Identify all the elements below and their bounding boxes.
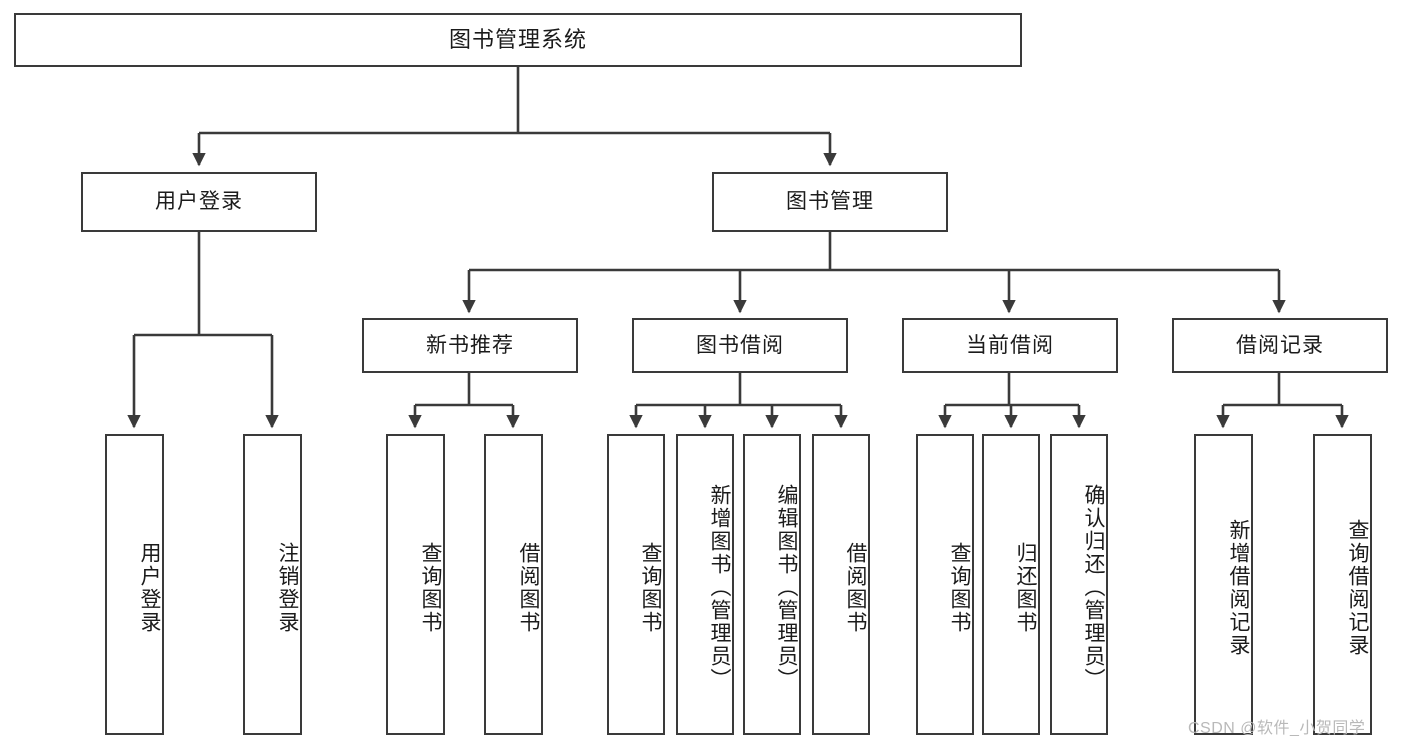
node-label: 查询图书	[419, 541, 442, 634]
csdn-watermark: CSDN @软件_小贺同学	[1188, 720, 1366, 737]
node-leaf-query-borrow-record[interactable]: 查询借阅记录	[1313, 434, 1372, 735]
node-user-login[interactable]: 用户登录	[81, 172, 317, 232]
node-label: 新增图书（管理员）	[708, 484, 731, 691]
node-leaf-add-book-admin[interactable]: 新增图书（管理员）	[676, 434, 734, 735]
node-label: 图书管理系统	[448, 26, 587, 52]
node-root-book-management-system[interactable]: 图书管理系统	[14, 13, 1022, 67]
node-label: 图书借阅	[696, 333, 784, 357]
node-borrow-record[interactable]: 借阅记录	[1172, 318, 1388, 373]
node-leaf-borrow-book[interactable]: 借阅图书	[812, 434, 870, 735]
node-book-management[interactable]: 图书管理	[712, 172, 948, 232]
node-leaf-borrow-book-recommend[interactable]: 借阅图书	[484, 434, 543, 735]
node-label: 注销登录	[276, 541, 299, 634]
node-label: 编辑图书（管理员）	[775, 484, 798, 691]
node-leaf-query-book-recommend[interactable]: 查询图书	[386, 434, 445, 735]
node-leaf-return-book[interactable]: 归还图书	[982, 434, 1040, 735]
node-label: 新书推荐	[426, 333, 514, 357]
node-label: 新增借阅记录	[1227, 518, 1250, 657]
node-label: 借阅图书	[844, 541, 867, 634]
node-current-borrow[interactable]: 当前借阅	[902, 318, 1118, 373]
node-label: 借阅记录	[1236, 333, 1324, 357]
node-label: 用户登录	[138, 541, 161, 634]
node-label: 当前借阅	[966, 333, 1054, 357]
node-leaf-query-book[interactable]: 查询图书	[607, 434, 665, 735]
node-leaf-add-borrow-record[interactable]: 新增借阅记录	[1194, 434, 1253, 735]
node-new-book-recommend[interactable]: 新书推荐	[362, 318, 578, 373]
node-leaf-query-book-current[interactable]: 查询图书	[916, 434, 974, 735]
node-label: 查询图书	[948, 541, 971, 634]
node-label: 确认归还（管理员）	[1082, 484, 1105, 691]
node-leaf-edit-book-admin[interactable]: 编辑图书（管理员）	[743, 434, 801, 735]
node-label: 查询图书	[639, 541, 662, 634]
node-label: 借阅图书	[517, 541, 540, 634]
node-book-borrow[interactable]: 图书借阅	[632, 318, 848, 373]
node-leaf-user-login[interactable]: 用户登录	[105, 434, 164, 735]
node-leaf-logout[interactable]: 注销登录	[243, 434, 302, 735]
node-label: 用户登录	[155, 190, 243, 214]
node-label: 图书管理	[786, 190, 874, 214]
node-leaf-confirm-return-admin[interactable]: 确认归还（管理员）	[1050, 434, 1108, 735]
node-label: 归还图书	[1014, 541, 1037, 634]
node-label: 查询借阅记录	[1346, 518, 1369, 657]
